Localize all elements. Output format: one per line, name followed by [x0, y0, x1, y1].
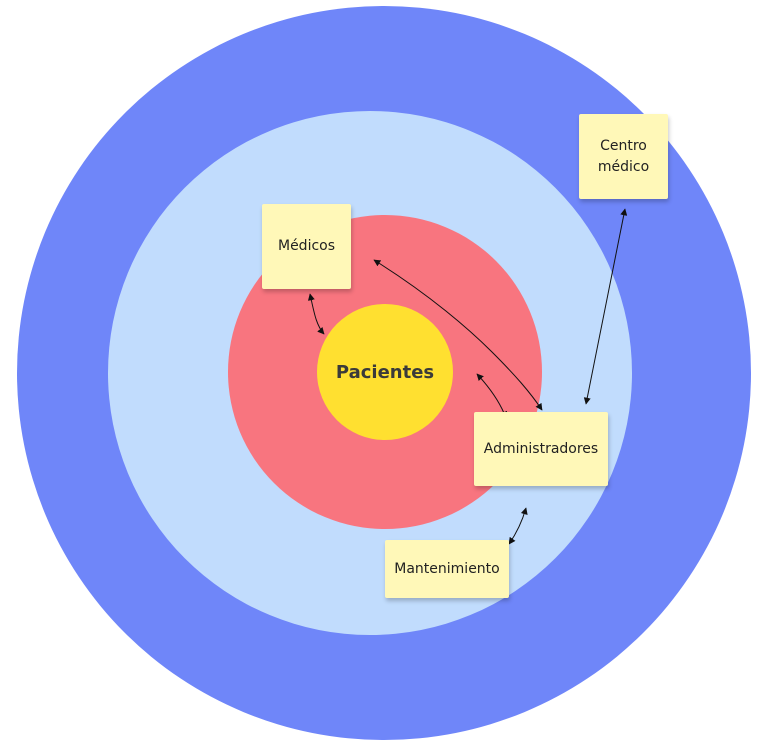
connector-medicos-administradores	[373, 259, 543, 411]
connector-administradores-mantenimiento	[508, 507, 528, 545]
connector-centro-administradores	[583, 208, 628, 405]
sticky-note-medicos[interactable]: Médicos	[262, 204, 351, 289]
sticky-note-administradores[interactable]: Administradores	[474, 412, 608, 486]
core-label-pacientes: Pacientes	[335, 361, 435, 383]
sticky-note-mantenimiento[interactable]: Mantenimiento	[385, 540, 509, 598]
sticky-note-centro-medico[interactable]: Centro médico	[579, 114, 668, 199]
connector-medicos-pacientes	[307, 293, 325, 335]
